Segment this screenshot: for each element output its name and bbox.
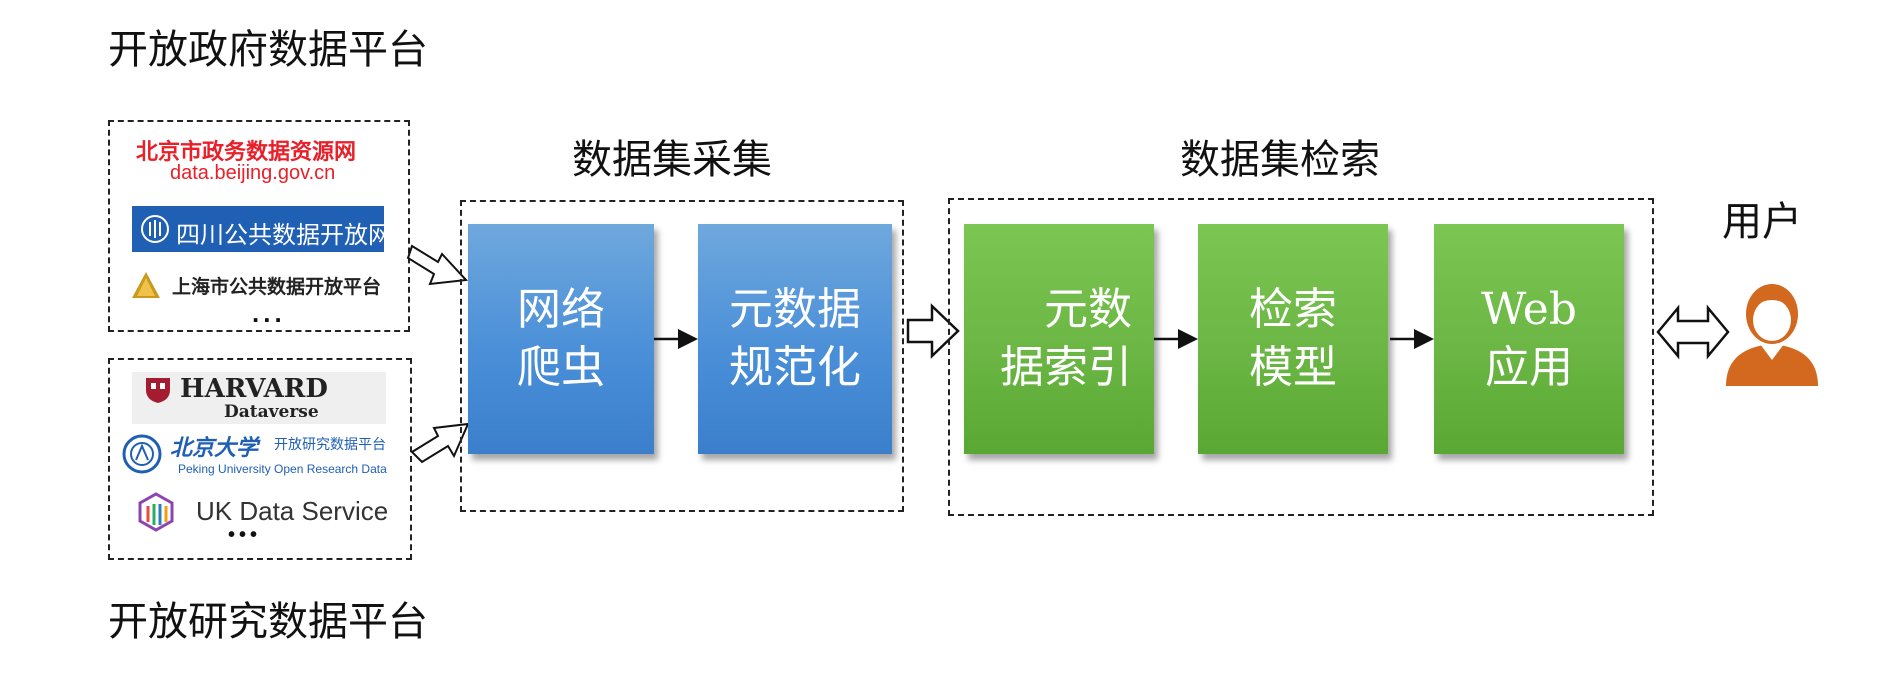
gov-ellipsis: ... — [252, 298, 286, 328]
building-icon — [141, 215, 169, 243]
gov-platform-group — [108, 120, 410, 332]
research-ellipsis: ••• — [228, 524, 262, 546]
gov-to-collection-arrow — [406, 244, 469, 286]
collection-to-retrieval-arrow — [906, 303, 960, 359]
pku-logo-platform: 开放研究数据平台 — [274, 436, 386, 452]
harvard-logo-name: HARVARD — [180, 374, 328, 404]
collection-heading: 数据集采集 — [572, 137, 772, 183]
web-application-step: Web 应用 — [1434, 224, 1624, 454]
pku-logo-name: 北京大学 — [170, 435, 259, 461]
pku-logo-en: Peking University Open Research Data — [178, 462, 387, 476]
retrieval-heading: 数据集检索 — [1180, 137, 1380, 183]
harvard-logo: HARVARD Dataverse — [132, 372, 386, 424]
index-to-model-arrow — [1154, 329, 1198, 349]
sichuan-logo-label: 四川公共数据开放网 — [176, 222, 392, 249]
research-platform-group — [108, 358, 412, 560]
retrieval-model-step: 检索 模型 — [1198, 224, 1388, 454]
retrieval-group — [948, 198, 1654, 516]
cube-icon — [138, 492, 174, 532]
research-platforms-heading: 开放研究数据平台 — [108, 599, 428, 645]
pyramid-icon — [132, 272, 160, 298]
sichuan-logo: 四川公共数据开放网 — [132, 206, 392, 252]
shanghai-logo-label: 上海市公共数据开放平台 — [172, 277, 382, 298]
beijing-logo-title: 北京市政务数据资源网 — [136, 139, 357, 164]
collection-group — [460, 200, 904, 512]
gov-platforms-heading: 开放政府数据平台 — [108, 27, 428, 73]
ukds-logo-label: UK Data Service — [196, 496, 389, 526]
harvard-logo-sub: Dataverse — [224, 402, 319, 422]
crawler-to-normalize-arrow — [654, 329, 698, 349]
user-icon — [1726, 284, 1818, 386]
metadata-normalization-step: 元数据 规范化 — [698, 224, 892, 454]
web-user-double-arrow — [1656, 304, 1730, 360]
beijing-logo-url: data.beijing.gov.cn — [170, 162, 336, 184]
user-label: 用户 — [1722, 199, 1802, 245]
model-to-web-arrow — [1390, 329, 1434, 349]
seal-icon — [122, 434, 162, 474]
web-crawler-step: 网络 爬虫 — [468, 224, 654, 454]
pku-logo: 北京大学 开放研究数据平台 Peking University Open Res… — [118, 430, 398, 482]
metadata-index-step: 元数 据索引 — [964, 224, 1154, 454]
shield-icon — [146, 378, 170, 403]
